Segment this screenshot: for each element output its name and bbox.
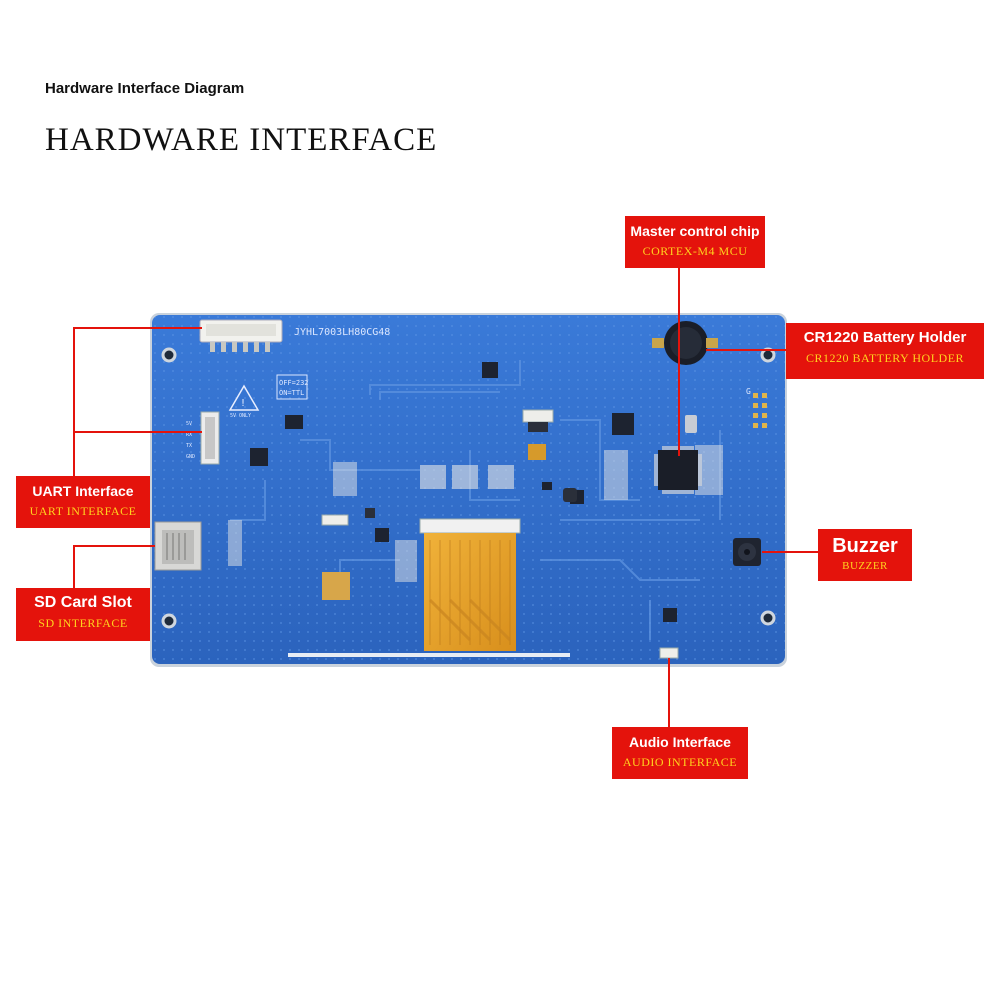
copper-pad <box>322 572 350 600</box>
callout-master-chip: Master control chip CORTEX-M4 MCU <box>625 216 765 268</box>
callout-subtitle: AUDIO INTERFACE <box>622 755 738 769</box>
callout-subtitle: CORTEX-M4 MCU <box>642 244 748 258</box>
callout-sd: SD Card Slot SD INTERFACE <box>16 588 150 641</box>
edge-strip <box>288 653 570 657</box>
fpc-flex-cable <box>419 518 521 651</box>
board-model-text: JYHL7003LH80CG48 <box>294 327 390 338</box>
callout-title: SD Card Slot <box>34 594 132 611</box>
svg-text:!: ! <box>241 398 245 409</box>
sd-card-slot <box>154 521 202 571</box>
ic-chip <box>250 362 677 622</box>
crystal <box>685 415 697 433</box>
callout-title: CR1220 Battery Holder <box>803 329 967 346</box>
switch-label-off: OFF=232 <box>279 379 309 387</box>
switch-label-on: ON=TTL <box>279 389 304 397</box>
uart-pin-label: GND <box>186 454 195 460</box>
pin-header: G <box>746 387 767 428</box>
small-connector <box>321 409 554 526</box>
callout-title: Master control chip <box>630 223 760 239</box>
warning-text: 5V ONLY <box>230 413 251 419</box>
uart-connector <box>200 411 220 465</box>
page-title: HARDWARE INTERFACE <box>45 122 438 158</box>
uart-pin-label: 5V <box>186 421 192 427</box>
top-connector <box>199 319 283 352</box>
callout-title: Buzzer <box>832 535 898 557</box>
callout-subtitle: BUZZER <box>842 560 888 572</box>
header-mark: G <box>746 387 751 396</box>
audio-connector <box>659 647 679 659</box>
diagram-caption: Hardware Interface Diagram <box>45 80 245 97</box>
inductor <box>365 488 577 518</box>
callout-audio: Audio Interface AUDIO INTERFACE <box>612 727 748 779</box>
callout-uart: UART Interface UART INTERFACE <box>16 476 150 528</box>
mcu-chip <box>654 446 702 494</box>
uart-pin-label: TX <box>186 443 192 449</box>
uart-pin-label: RX <box>186 432 192 438</box>
warning-icon: ! <box>228 384 260 411</box>
callout-title: Audio Interface <box>629 734 731 750</box>
pcb-board: JYHL7003LH80CG48 OFF=232 ON=TTL ! 5V ONL… <box>150 313 787 667</box>
leader-lines <box>73 268 818 727</box>
callout-buzzer: Buzzer BUZZER <box>818 529 912 581</box>
leader-uart-top <box>73 327 202 476</box>
callout-subtitle: SD INTERFACE <box>38 616 128 630</box>
component-array <box>228 445 723 582</box>
callout-subtitle: UART INTERFACE <box>29 504 137 518</box>
callout-title: UART Interface <box>32 483 134 499</box>
callout-subtitle: CR1220 BATTERY HOLDER <box>805 351 965 365</box>
mounting-hole <box>161 347 776 629</box>
callout-battery: CR1220 Battery Holder CR1220 BATTERY HOL… <box>786 323 984 379</box>
buzzer-component <box>733 538 761 566</box>
leader-sd <box>73 545 155 588</box>
